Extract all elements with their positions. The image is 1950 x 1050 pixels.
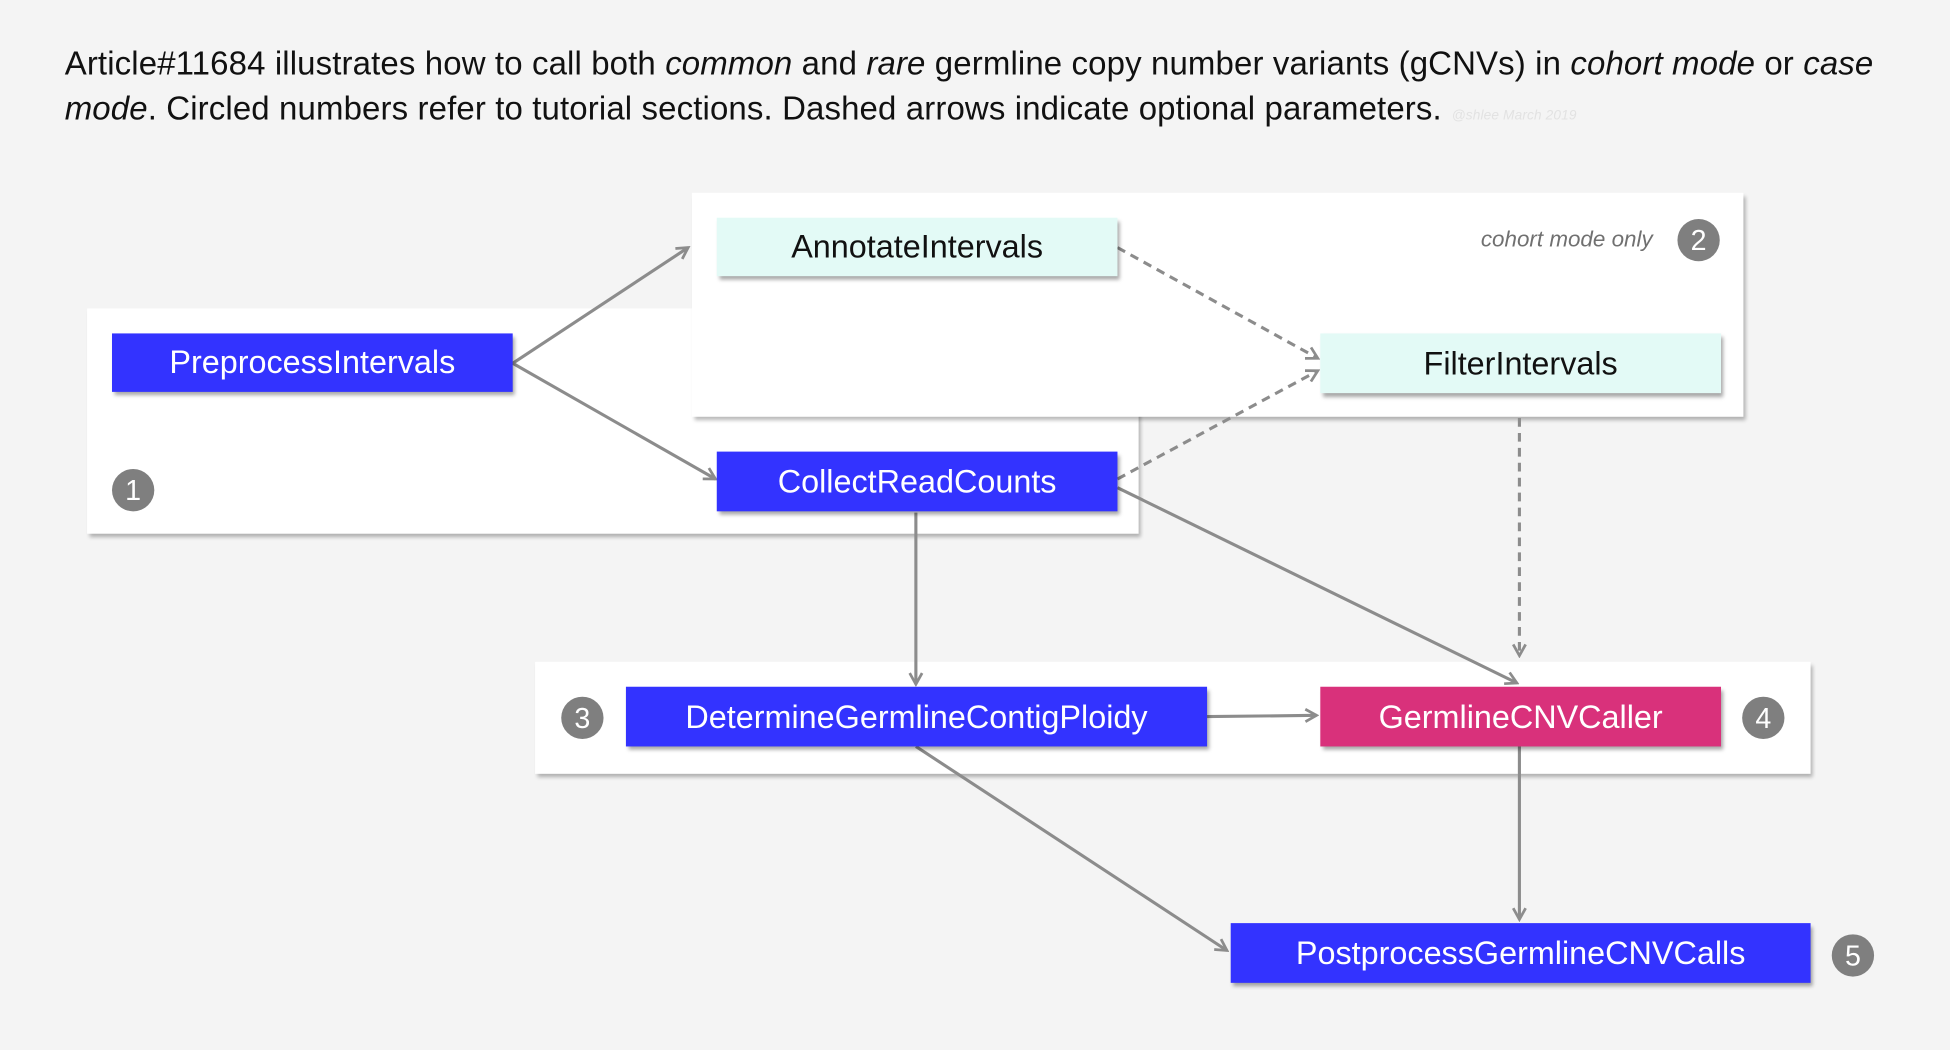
caption-text-3: germline copy number variants (gCNVs) in	[925, 44, 1571, 83]
node-collect-read-counts[interactable]: CollectReadCounts	[716, 451, 1118, 512]
caption-text-2: and	[792, 44, 867, 83]
caption: Article#11684 illustrates how to call bo…	[65, 41, 1907, 138]
node-preprocess-intervals[interactable]: PreprocessIntervals	[111, 333, 513, 392]
node-determine-germline-contig-ploidy[interactable]: DetermineGermlineContigPloidy	[625, 686, 1208, 747]
caption-em-common: common	[665, 44, 793, 83]
node-germline-cnv-caller[interactable]: GermlineCNVCaller	[1320, 686, 1722, 747]
section-badge-5: 5	[1831, 934, 1875, 977]
caption-text-1: Article#11684 illustrates how to call bo…	[64, 44, 666, 83]
caption-em-cohort-mode: cohort mode	[1570, 44, 1756, 83]
node-annotate-intervals[interactable]: AnnotateIntervals	[716, 217, 1118, 277]
caption-em-case-mode: case mode	[64, 44, 1874, 127]
cohort-mode-note: cohort mode only	[1480, 226, 1653, 252]
credit-watermark: @shlee March 2019	[1451, 108, 1577, 124]
arrow-collect-to-caller	[1116, 486, 1516, 683]
section-badge-4: 4	[1742, 696, 1785, 739]
caption-text-4: or	[1755, 44, 1804, 83]
caption-text-5: . Circled numbers refer to tutorial sect…	[147, 89, 1442, 127]
node-filter-intervals[interactable]: FilterIntervals	[1320, 333, 1722, 394]
arrow-ploidy-to-postprocess	[915, 745, 1227, 950]
section-badge-2: 2	[1677, 218, 1720, 262]
section-badge-1: 1	[111, 469, 155, 512]
section-badge-3: 3	[561, 696, 604, 739]
caption-em-rare: rare	[866, 44, 926, 83]
node-postprocess-germline-cnv-calls[interactable]: PostprocessGermlineCNVCalls	[1230, 923, 1811, 983]
